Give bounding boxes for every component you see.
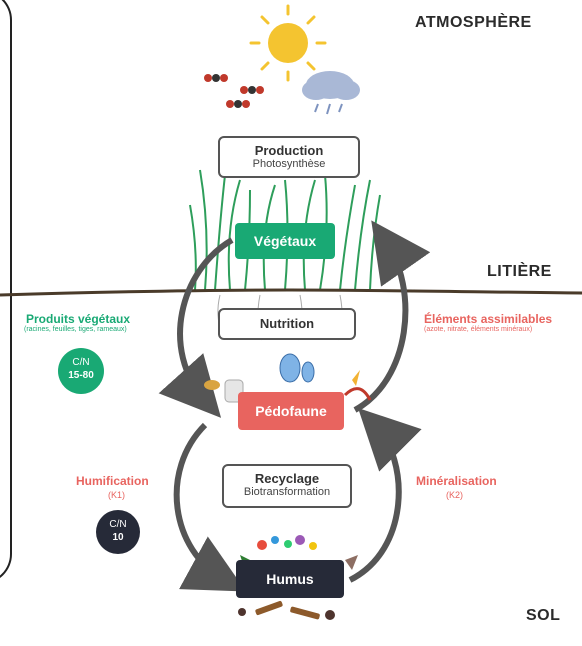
label-elements-assimilables: Éléments assimilables (424, 312, 553, 326)
box-production: Production Photosynthèse (218, 136, 360, 178)
arrow-vegetaux-to-pedofaune (158, 237, 234, 418)
pill-vegetaux: Végétaux (235, 223, 335, 259)
cn-badge-humus-value: 10 (112, 532, 124, 543)
cn-badge-plants: C/N 15-80 (58, 348, 104, 394)
box-nutrition: Nutrition (218, 308, 356, 340)
label-produits-vegetaux-sub: (racines, feuilles, tiges, rameaux) (24, 326, 127, 333)
label-elements-assimilables-sub: (azote, nitrate, éléments minéraux) (424, 326, 533, 333)
pill-pedofaune: Pédofaune (238, 392, 344, 430)
production-title: Production (254, 143, 324, 158)
cn-badge-humus: C/N 10 (96, 510, 140, 554)
label-mineralisation-sub: (K2) (446, 490, 464, 500)
zone-litiere: LITIÈRE (487, 263, 552, 280)
rain-cloud-icon (302, 71, 360, 115)
production-subtitle: Photosynthèse (252, 158, 326, 170)
fauna-icon (204, 353, 372, 403)
co2-molecule-icon (204, 74, 264, 108)
cn-badge-plants-label: C/N (72, 357, 90, 368)
recyclage-title: Recyclage (254, 471, 320, 486)
cn-badge-plants-value: 15-80 (68, 370, 94, 381)
humus-debris-icon (238, 535, 358, 620)
zone-sol: SOL (526, 607, 561, 624)
sun-icon (249, 4, 327, 82)
pill-humus: Humus (236, 560, 344, 598)
label-produits-vegetaux: Produits végétaux (26, 312, 131, 326)
cn-badge-humus-label: C/N (109, 519, 127, 530)
soil-line (0, 288, 582, 297)
label-mineralisation: Minéralisation (416, 474, 497, 488)
arrow-humus-to-pedofaune (348, 408, 422, 583)
label-humification: Humification (76, 474, 149, 488)
label-humification-sub: (K1) (108, 490, 126, 500)
box-recyclage: Recyclage Biotransformation (222, 464, 352, 508)
recyclage-subtitle: Biotransformation (243, 486, 331, 498)
arrow-pedofaune-to-vegetaux (353, 220, 431, 413)
nutrition-title: Nutrition (259, 316, 315, 331)
arrow-pedofaune-to-humus (173, 422, 247, 592)
zone-atmosphere: ATMOSPHÈRE (415, 14, 532, 31)
